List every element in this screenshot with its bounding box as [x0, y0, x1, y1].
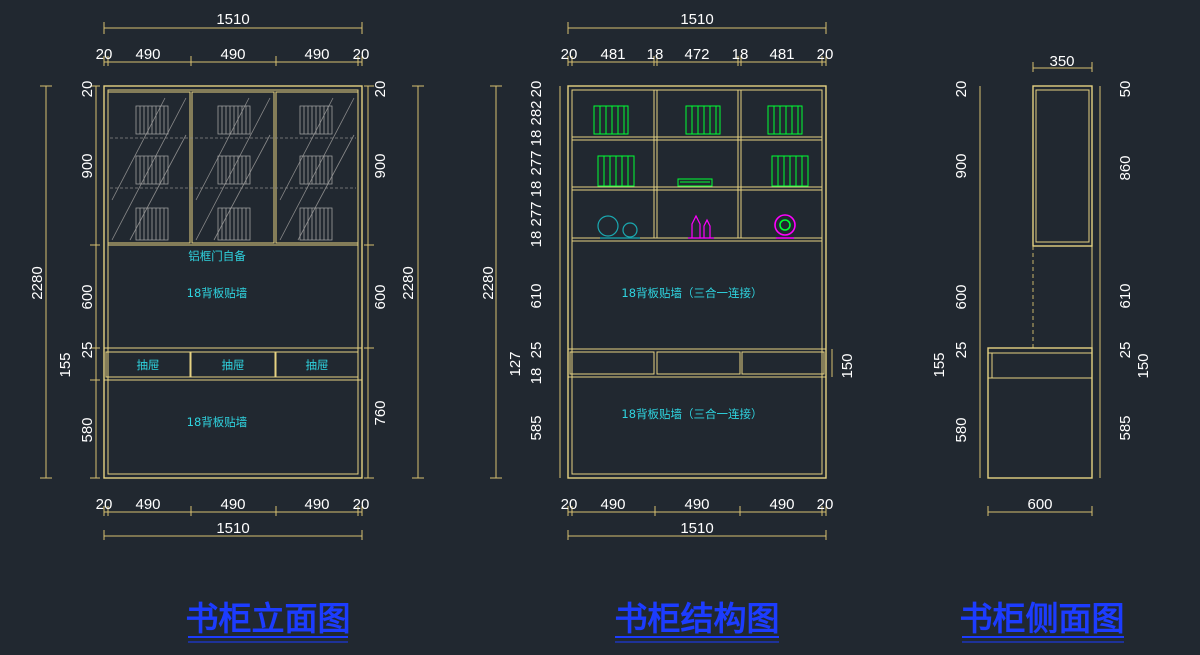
elev-left-dim-2: 900: [79, 153, 96, 178]
struct-bottom-part-5: 20: [817, 496, 834, 513]
side-right-dim-4: 25: [1117, 342, 1134, 359]
struct-top-part-6: 481: [769, 46, 794, 63]
elev-drawer-label-1: 抽屉: [137, 358, 160, 372]
struct-bottom-part-4: 490: [769, 496, 794, 513]
struct-top-part-1: 20: [561, 46, 578, 63]
elev-right-dim-3: 600: [372, 284, 389, 309]
elev-top-part-1: 20: [96, 46, 113, 63]
elev-bottom-total: 1510: [216, 520, 249, 537]
side-view: 350 20 900 600 25 155 580 50 860 610 25 …: [931, 53, 1152, 643]
side-left-dim-1: 20: [953, 81, 970, 98]
struct-left-dim-11: 18: [528, 368, 545, 385]
struct-books: [593, 105, 809, 187]
side-right-dim-5: 150: [1135, 353, 1152, 378]
elev-note-back-lower: 18背板贴墙: [187, 415, 248, 429]
elev-right-dim-1: 20: [372, 81, 389, 98]
elev-left-dim-4: 25: [79, 342, 96, 359]
elev-top-total: 1510: [216, 11, 249, 28]
struct-left-dim-9: 25: [528, 342, 545, 359]
struct-top-part-5: 18: [732, 46, 749, 63]
elev-right-dim-2: 900: [372, 153, 389, 178]
struct-left-dim-7: 18: [528, 231, 545, 248]
struct-top-total: 1510: [680, 11, 713, 28]
struct-left-dim-10: 127: [507, 351, 524, 376]
side-right-dim-6: 585: [1117, 415, 1134, 440]
struct-left-dim-5: 18: [528, 181, 545, 198]
struct-left-dim-2: 282: [528, 100, 545, 125]
side-bottom-dim: 600: [1027, 496, 1052, 513]
side-right-dim-1: 50: [1117, 81, 1134, 98]
struct-top-part-2: 481: [600, 46, 625, 63]
struct-left-total: 2280: [480, 266, 497, 299]
struct-left-dim-1: 20: [528, 81, 545, 98]
struct-right-dim-1: 150: [839, 353, 856, 378]
elev-title: 书柜立面图: [186, 599, 351, 638]
figurine-ornament-icon: [688, 214, 714, 239]
elev-right-dim-4: 760: [372, 400, 389, 425]
struct-bottom-part-2: 490: [600, 496, 625, 513]
elev-left-dim-1: 20: [79, 81, 96, 98]
elev-top-part-2: 490: [135, 46, 160, 63]
elev-bottom-part-1: 20: [96, 496, 113, 513]
elev-right-total: 2280: [400, 266, 417, 299]
elev-bottom-part-3: 490: [220, 496, 245, 513]
elev-top-part-4: 490: [304, 46, 329, 63]
side-left-dim-4: 25: [953, 342, 970, 359]
elev-books: [135, 105, 333, 241]
elevation-view: 1510 20 490 490 490 20: [29, 11, 424, 643]
elev-bottom-part-2: 490: [135, 496, 160, 513]
elev-note-door: 铝框门自备: [188, 249, 246, 263]
elev-note-back-upper: 18背板贴墙: [187, 286, 248, 300]
elev-top-part-3: 490: [220, 46, 245, 63]
struct-bottom-total: 1510: [680, 520, 713, 537]
elev-left-dim-6: 580: [79, 417, 96, 442]
side-right-dim-3: 610: [1117, 283, 1134, 308]
elev-left-dim-3: 600: [79, 284, 96, 309]
side-title: 书柜侧面图: [960, 599, 1125, 638]
side-left-dim-3: 600: [953, 284, 970, 309]
struct-bottom-part-3: 490: [684, 496, 709, 513]
struct-title: 书柜结构图: [615, 599, 780, 638]
side-left-dim-6: 580: [953, 417, 970, 442]
elev-bottom-part-4: 490: [304, 496, 329, 513]
struct-left-dim-6: 277: [528, 201, 545, 226]
elev-drawer-label-3: 抽屉: [306, 358, 329, 372]
struct-bottom-part-1: 20: [561, 496, 578, 513]
elev-left-total: 2280: [29, 266, 46, 299]
elev-bottom-part-5: 20: [353, 496, 370, 513]
globe-ornament-icon: [597, 215, 640, 239]
side-right-dim-2: 860: [1117, 155, 1134, 180]
elev-left-dim-5: 155: [57, 352, 74, 377]
struct-left-dim-12: 585: [528, 415, 545, 440]
structure-view: 1510 20 481 18 472 18 481 20: [480, 11, 856, 643]
struct-note-back-lower: 18背板贴墙（三合一连接）: [621, 407, 762, 421]
clock-ornament-icon: [774, 214, 796, 239]
struct-left-dim-3: 18: [528, 130, 545, 147]
elev-top-part-5: 20: [353, 46, 370, 63]
side-left-dim-2: 900: [953, 153, 970, 178]
struct-top-part-7: 20: [817, 46, 834, 63]
struct-left-dim-8: 610: [528, 283, 545, 308]
struct-top-part-4: 472: [684, 46, 709, 63]
side-top-dim: 350: [1049, 53, 1074, 70]
side-left-dim-5: 155: [931, 352, 948, 377]
struct-left-dim-4: 277: [528, 150, 545, 175]
struct-top-part-3: 18: [647, 46, 664, 63]
elev-drawer-label-2: 抽屉: [222, 358, 245, 372]
struct-note-back-upper: 18背板贴墙（三合一连接）: [621, 286, 762, 300]
